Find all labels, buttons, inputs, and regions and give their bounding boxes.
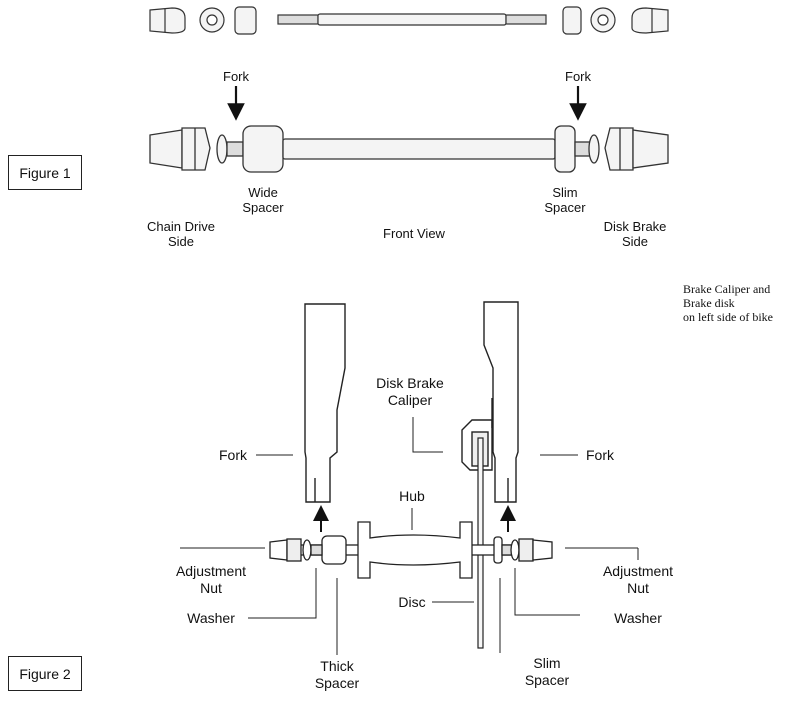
note-line-1: Brake Caliper and [683, 282, 771, 296]
figure1-label-box: Figure 1 [8, 155, 82, 190]
fig1-washer-left [216, 134, 228, 164]
fig1-axle [282, 138, 556, 160]
fig1-chain-side-label-1: Chain Drive [147, 219, 215, 234]
fig1-nut-right [632, 129, 669, 169]
fig2-slim-spacer [493, 536, 503, 564]
exploded-axle-thread-left [277, 14, 319, 25]
fig2-disc-label: Disc [398, 594, 425, 610]
fig2-caliper-label-1: Disk Brake [376, 375, 444, 391]
exploded-axle-thread-right [505, 14, 547, 25]
fig2-hub-body [357, 521, 473, 579]
fig2-disk-brake-caliper [461, 398, 493, 471]
exploded-spacer-left [234, 6, 257, 35]
fig2-adj-right-label-2: Nut [627, 580, 649, 596]
fig2-caliper-label-2: Caliper [388, 392, 433, 408]
fig2-left-nut [269, 538, 323, 562]
exploded-axle [317, 13, 507, 26]
fig1-slim-spacer-label-1: Slim [552, 185, 577, 200]
fig2-slim-spacer-label-1: Slim [533, 655, 560, 671]
fig2-washer-right [510, 539, 520, 561]
fig1-disk-side-label-1: Disk Brake [604, 219, 667, 234]
note-line-2: Brake disk [683, 296, 735, 310]
fig1-thread-left [226, 141, 244, 157]
fig1-wide-spacer-label-1: Wide [248, 185, 278, 200]
fig1-slim-spacer [554, 125, 576, 173]
figure1-axle-assembly [149, 125, 669, 173]
fig1-fork-right-label: Fork [565, 69, 592, 84]
exploded-nut-right [631, 7, 669, 34]
fig2-fork-left-label: Fork [219, 447, 248, 463]
fig2-washer-left-label: Washer [187, 610, 235, 626]
fig2-fork-right [483, 301, 519, 503]
fig2-hub-label: Hub [399, 488, 425, 504]
fig1-nut-left [149, 129, 183, 169]
figure1-label: Figure 1 [19, 164, 71, 181]
fig2-adj-left-label-2: Nut [200, 580, 222, 596]
fig2-adj-left-label-1: Adjustment [176, 563, 246, 579]
fig2-leader-lines [180, 417, 639, 655]
brake-caliper-note: Brake Caliper and Brake disk on left sid… [683, 282, 801, 324]
fig1-washer-right [588, 134, 600, 164]
fig1-thread-right [574, 141, 591, 157]
fig2-hub-assembly [299, 521, 531, 579]
fig1-fork-left-label: Fork [223, 69, 250, 84]
fig2-thick-spacer-label-2: Spacer [315, 675, 360, 691]
figure2-label-box: Figure 2 [8, 656, 82, 691]
exploded-parts-row [149, 6, 669, 35]
fig2-washer-right-label: Washer [614, 610, 662, 626]
fig2-thick-spacer [321, 535, 347, 565]
note-line-3: on left side of bike [683, 310, 773, 324]
fig2-washer-left [302, 539, 312, 561]
fig2-slim-spacer-label-2: Spacer [525, 672, 570, 688]
fig2-fork-right-label: Fork [586, 447, 615, 463]
exploded-spacer-right [562, 6, 582, 35]
fig1-chain-side-label-2: Side [168, 234, 194, 249]
figure2-label: Figure 2 [19, 665, 71, 682]
fig2-thick-spacer-label-1: Thick [320, 658, 354, 674]
exploded-nut-left [149, 7, 186, 34]
fig1-wide-spacer [242, 125, 284, 173]
fig1-disk-side-label-2: Side [622, 234, 648, 249]
fig1-slim-spacer-label-2: Spacer [544, 200, 586, 215]
fig2-right-nut [501, 538, 553, 562]
fig2-adj-right-label-1: Adjustment [603, 563, 673, 579]
fig2-disc [477, 437, 484, 649]
fig2-fork-left [304, 303, 346, 503]
fig1-front-view-label: Front View [383, 226, 446, 241]
fig1-wide-spacer-label-2: Spacer [242, 200, 284, 215]
